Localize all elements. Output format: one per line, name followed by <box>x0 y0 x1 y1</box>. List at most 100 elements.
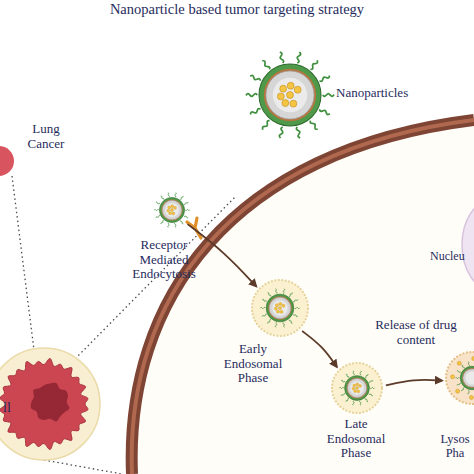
endosome-membrane <box>332 363 382 413</box>
node-outline <box>155 193 189 227</box>
nanoparticle-shell <box>460 366 474 389</box>
ligand-strand <box>339 387 344 388</box>
drug-molecule <box>352 387 355 390</box>
lysosome-node: Lysos Pha <box>446 352 474 404</box>
ligand-strand <box>275 289 277 294</box>
drug-molecule <box>280 310 283 313</box>
ligand-strand <box>369 380 373 382</box>
nanoparticle-node: Nanoparticles <box>248 53 332 137</box>
ligand-strand <box>346 398 349 402</box>
released-drug <box>472 357 474 361</box>
ligand-strand <box>275 322 277 327</box>
released-drug <box>456 389 460 393</box>
process-arrow <box>386 380 442 386</box>
drug-molecule <box>167 209 170 212</box>
drug-molecule <box>354 390 357 393</box>
ligand-strand <box>296 127 300 138</box>
ligand-strand <box>293 299 298 302</box>
released-drug <box>457 361 461 365</box>
nanoparticle-layer <box>161 199 182 220</box>
ligand-strand <box>250 75 260 80</box>
ligand-strand <box>462 388 465 391</box>
lung-cancer-symbol <box>0 146 14 176</box>
nanoparticle-core-inner <box>165 203 179 217</box>
ligand-strand <box>250 109 260 115</box>
nanoparticle-core-inner <box>272 300 287 315</box>
ligand-strand <box>185 209 190 210</box>
drug-molecule <box>277 93 284 100</box>
ligand-strand <box>262 61 270 70</box>
drug-molecule <box>274 307 277 310</box>
nanoparticle-shell <box>345 376 370 401</box>
ligand-strand <box>156 216 160 218</box>
nanoparticle-layer <box>264 69 316 121</box>
process-arrow <box>188 224 257 286</box>
ligand-strand <box>310 121 318 130</box>
drug-molecule <box>172 212 175 215</box>
ligand-strand <box>457 371 461 373</box>
cell-membrane <box>132 120 474 474</box>
cell-halo <box>0 348 100 460</box>
receptor-symbol <box>187 218 201 238</box>
ligand-strand <box>295 307 300 308</box>
drug-molecule <box>282 304 285 307</box>
zoom-leader-line <box>12 176 34 350</box>
drug-molecule <box>282 100 289 107</box>
drug-molecule <box>171 209 174 212</box>
ligand-strand <box>341 380 345 382</box>
diagram-title: Nanoparticle based tumor targeting strat… <box>0 1 474 18</box>
nanoparticle-layer <box>268 296 291 319</box>
ligand-strand <box>353 401 354 405</box>
ligand-strand <box>184 202 188 204</box>
drug-molecule <box>168 206 171 209</box>
drug-molecule <box>169 212 172 215</box>
ligand-strand <box>262 314 267 317</box>
ligand-strand <box>360 401 362 405</box>
node-outline <box>252 280 308 336</box>
ligand-strand <box>365 398 368 401</box>
nanoparticle-core-inner <box>350 381 364 395</box>
drug-molecule <box>275 304 278 307</box>
cell-interior <box>132 120 474 474</box>
node-label: Lung Cancer <box>18 122 74 151</box>
ligand-strand <box>289 319 292 323</box>
drug-molecule <box>353 384 356 387</box>
nanoparticle-core-inner <box>273 78 307 112</box>
endocytosis-node: Receptor Mediated Endocytosis <box>155 193 189 227</box>
ligand-strand <box>455 377 459 378</box>
ligand-strand <box>346 374 349 377</box>
drug-molecule <box>171 205 174 208</box>
node-outline <box>248 53 332 137</box>
lysosome-membrane <box>446 352 474 404</box>
endosome-membrane <box>252 280 308 336</box>
ligand-strand <box>280 52 284 63</box>
drug-molecule <box>174 206 177 209</box>
ligand-strand <box>468 390 469 394</box>
ligand-strand <box>180 196 183 200</box>
ligand-strand <box>360 371 361 375</box>
ligand-strand <box>184 216 188 218</box>
ligand-strand <box>365 374 368 378</box>
ligand-strand <box>310 60 317 69</box>
nanoparticle-layer <box>462 368 474 388</box>
tumor-nucleus <box>31 383 70 422</box>
ligand-strand <box>353 371 355 375</box>
node-label: Nanoparticles <box>336 86 426 101</box>
ligand-strand <box>262 121 269 130</box>
annotation-label: Release of drug content <box>362 318 470 347</box>
node-outline <box>332 363 382 413</box>
ligand-strand <box>260 307 265 308</box>
node-label: Lysos Pha <box>437 432 473 460</box>
released-drug <box>469 395 473 399</box>
nanoparticle-core-inner <box>466 372 474 385</box>
node-label: ll <box>0 400 14 416</box>
ligand-strand <box>319 109 329 114</box>
node-outline <box>0 348 100 460</box>
drug-molecule <box>278 306 281 309</box>
ligand-strand <box>279 127 283 138</box>
drug-molecule <box>356 387 359 390</box>
ligand-strand <box>175 193 176 198</box>
